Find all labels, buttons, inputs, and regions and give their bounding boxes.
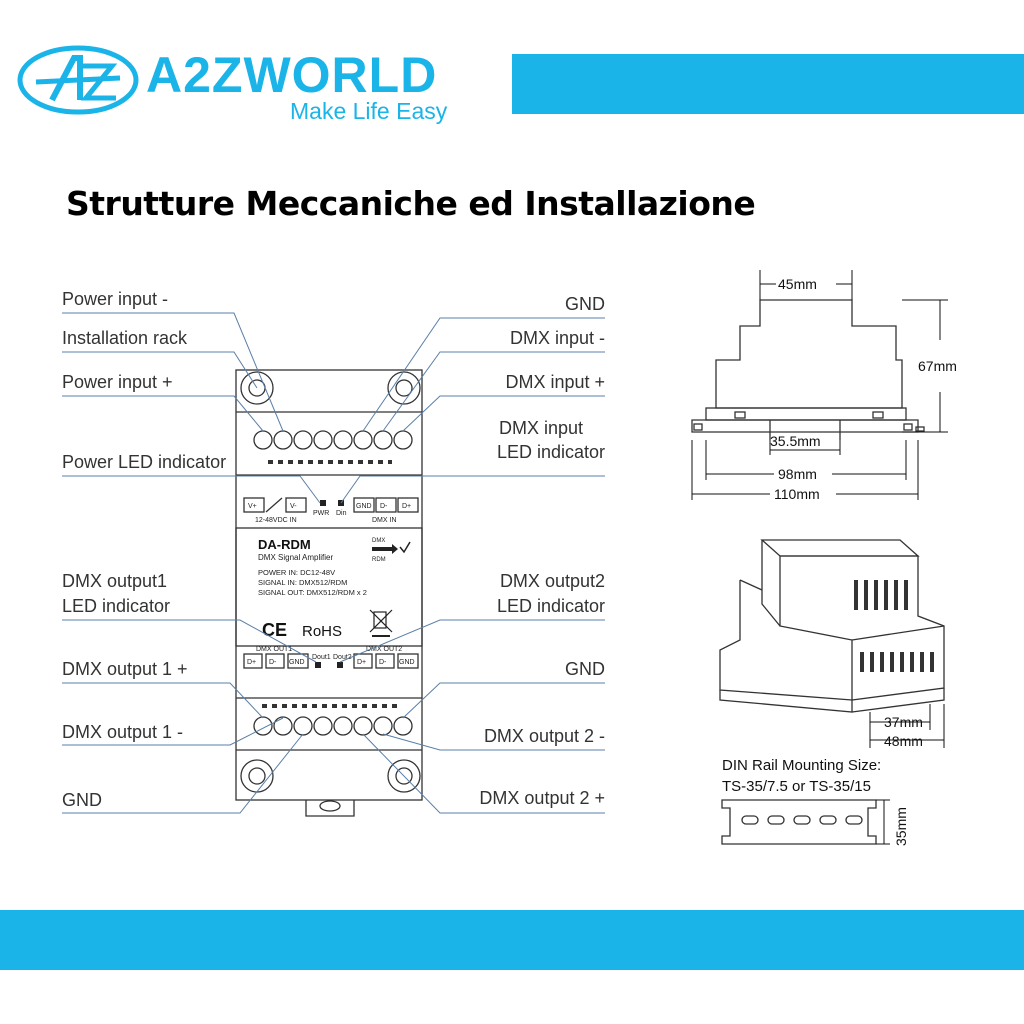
din-rail-drawing [721, 799, 877, 845]
dim-rail-35mm: 35mm [893, 807, 909, 846]
brand-name: A2ZWORLD [146, 47, 438, 103]
callout-dmx-output1-minus: DMX output 1 - [62, 722, 183, 742]
callout-dmx-output2-plus: DMX output 2 + [479, 788, 605, 808]
pwr-label: PWR [313, 510, 329, 517]
device-signal-out: SIGNAL OUT: DMX512/RDM x 2 [258, 588, 367, 597]
callout-dmx-output1-led: LED indicator [62, 596, 170, 616]
mount-hole-bottom-left [240, 759, 274, 793]
terminal-out1-gnd: GND [289, 659, 305, 666]
callout-power-input-minus: Power input - [62, 289, 168, 309]
dim-35-5mm: 35.5mm [770, 433, 821, 449]
out2-label: DMX OUT2 [366, 646, 402, 653]
callout-power-led: Power LED indicator [62, 452, 226, 472]
din-rail-title: DIN Rail Mounting Size: [722, 757, 881, 774]
callout-installation-rack: Installation rack [62, 328, 188, 348]
callout-dmx-input-plus: DMX input + [505, 372, 605, 392]
callout-dmx-output2-minus: DMX output 2 - [484, 726, 605, 746]
device-power-in: POWER IN: DC12-48V [258, 568, 335, 577]
terminal-dplus-in: D+ [402, 503, 411, 510]
out1-label: DMX OUT1 [256, 646, 292, 653]
mount-hole-top-left [240, 371, 274, 405]
terminal-vminus: V- [290, 503, 297, 510]
dim-67mm: 67mm [918, 358, 957, 374]
ce-mark: CE [262, 620, 287, 640]
dmx-arrow-icon [372, 544, 398, 554]
terminal-dminus-in: D- [380, 503, 388, 510]
dout2-label: Dout2 [333, 654, 352, 661]
rohs-mark: RoHS [302, 623, 342, 640]
din-label: Din [336, 510, 347, 517]
header-accent-bar [512, 54, 1024, 114]
footer-accent-bar [0, 910, 1024, 970]
device-model: DA-RDM [258, 537, 311, 552]
terminal-out1-dminus: D- [269, 659, 277, 666]
page-title: Strutture Meccaniche ed Installazione [66, 184, 756, 223]
callout-gnd-right: GND [565, 659, 605, 679]
terminal-out2-gnd: GND [399, 659, 415, 666]
dim-48mm: 48mm [884, 733, 923, 749]
device-subtitle: DMX Signal Amplifier [258, 553, 333, 562]
weee-bin-icon [369, 609, 393, 637]
mount-hole-bottom-right [387, 759, 421, 793]
callout-power-input-plus: Power input + [62, 372, 173, 392]
terminal-out2-dplus: D+ [357, 659, 366, 666]
callout-gnd-top: GND [565, 294, 605, 314]
vin-label: 12-48VDC IN [255, 517, 297, 524]
terminal-out2-dminus: D- [379, 659, 387, 666]
dim-98mm: 98mm [778, 466, 817, 482]
brand-logo-icon [17, 45, 139, 115]
din-rail-spec: TS-35/7.5 or TS-35/15 [722, 778, 871, 795]
callout-dmx-input: DMX input [499, 418, 583, 438]
side-view-drawing [691, 299, 925, 440]
terminal-out1-dplus: D+ [247, 659, 256, 666]
callout-gnd-left: GND [62, 790, 102, 810]
terminal-vplus: V+ [248, 503, 257, 510]
callout-dmx-input-minus: DMX input - [510, 328, 605, 348]
callout-dmx-output1-plus: DMX output 1 + [62, 659, 188, 679]
dout1-label: Dout1 [312, 654, 331, 661]
callout-dmx-input-led: LED indicator [497, 442, 605, 462]
isometric-view-drawing [719, 539, 945, 713]
dmx-logo-bottom: RDM [372, 557, 386, 563]
dmx-in-label: DMX IN [372, 517, 397, 524]
callout-dmx-output2: DMX output2 [500, 571, 605, 591]
callout-dmx-output1: DMX output1 [62, 571, 167, 591]
dim-37mm: 37mm [884, 714, 923, 730]
dim-110mm: 110mm [774, 486, 820, 502]
dmx-logo-top: DMX [372, 538, 385, 544]
terminal-gnd-in: GND [356, 503, 372, 510]
brand-tagline: Make Life Easy [290, 98, 448, 124]
dim-45mm: 45mm [778, 276, 817, 292]
mount-hole-top-right [387, 371, 421, 405]
callout-dmx-output2-led: LED indicator [497, 596, 605, 616]
device-signal-in: SIGNAL IN: DMX512/RDM [258, 578, 347, 587]
